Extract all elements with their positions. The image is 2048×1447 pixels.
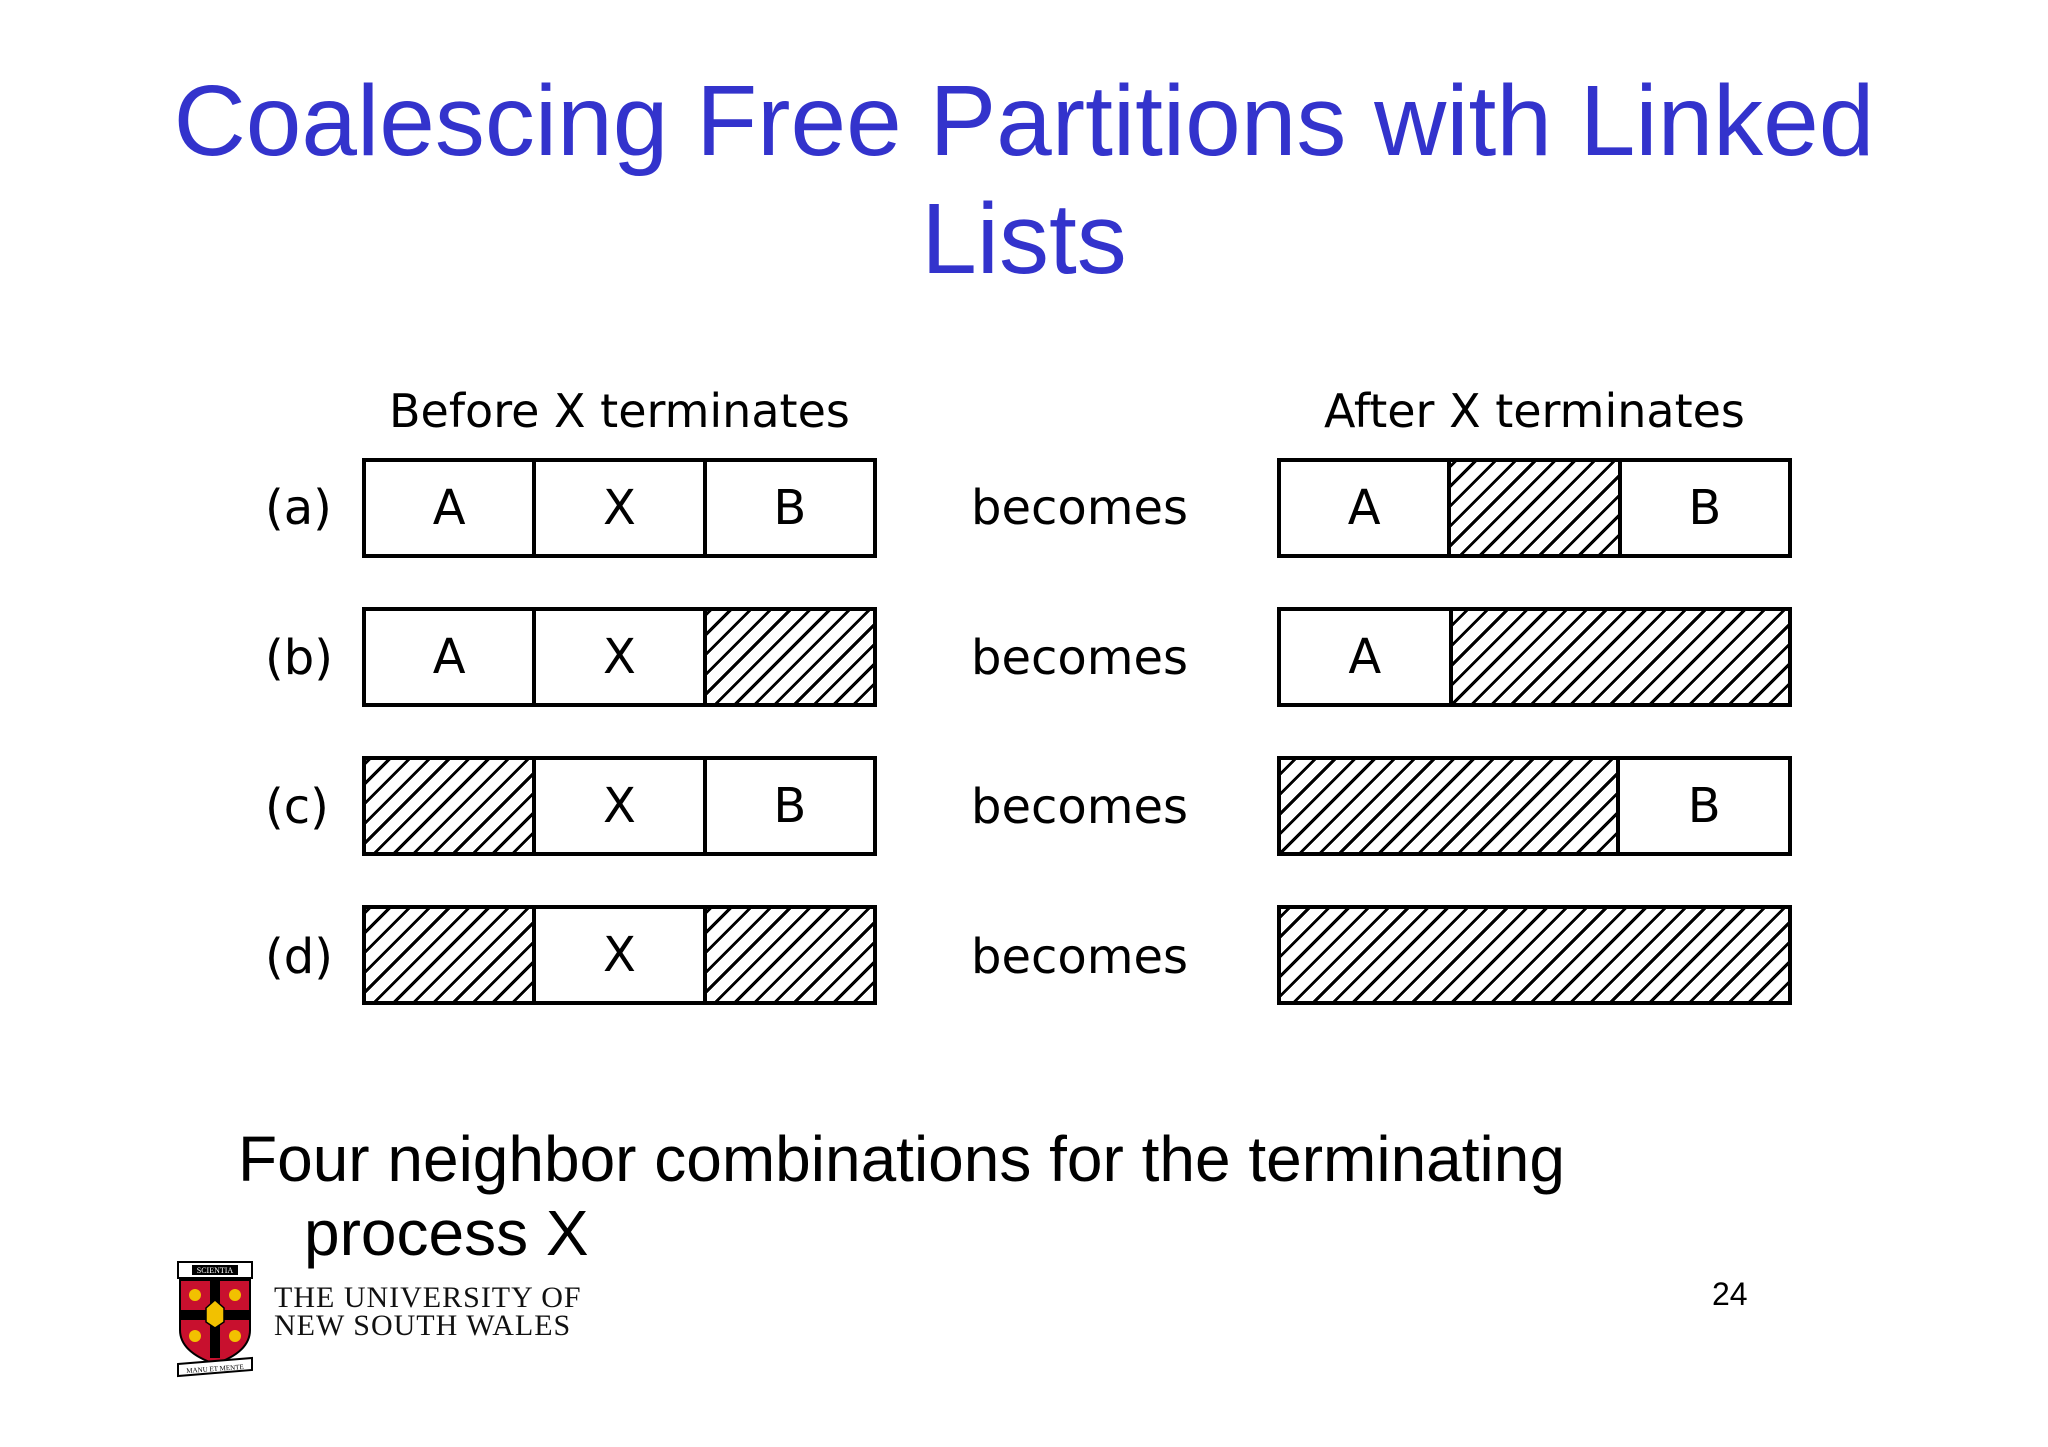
before-column-header: Before X terminates — [389, 384, 850, 438]
after-bar-d — [1277, 905, 1792, 1005]
partition-a-segment: A — [432, 629, 466, 685]
becomes-label-a: becomes — [971, 480, 1189, 536]
becomes-label-c: becomes — [971, 779, 1189, 835]
free-hole-segment — [366, 909, 533, 1001]
row-label-d: (d) — [265, 929, 333, 985]
before-bar-b: A X — [362, 607, 877, 707]
page-number: 24 — [1712, 1276, 1748, 1312]
partition-x-segment: X — [532, 462, 702, 554]
free-hole-segment — [702, 611, 873, 703]
partition-a-segment: A — [432, 480, 466, 536]
row-label-b: (b) — [265, 630, 333, 686]
row-label-a: (a) — [265, 480, 332, 536]
partition-x-segment: X — [532, 909, 702, 1001]
after-bar-a: A B — [1277, 458, 1792, 558]
caption-line-1: Four neighbor combinations for the termi… — [238, 1123, 1565, 1195]
row-label-c: (c) — [265, 779, 329, 835]
before-bar-c: X B — [362, 756, 877, 856]
after-bar-b: A — [1277, 607, 1792, 707]
unsw-crest-logo: SCIENTIA MANU ET MENTE — [177, 1261, 253, 1378]
university-name-line-1: THE UNIVERSITY OF — [274, 1281, 582, 1314]
crest-motto-text: MANU ET MENTE — [186, 1363, 244, 1375]
slide-title: Coalescing Free Partitions with Linked L… — [100, 62, 1948, 298]
merged-free-hole-segment — [1448, 611, 1788, 703]
partition-b-segment: B — [702, 462, 873, 554]
merged-free-hole-segment — [1281, 909, 1788, 1001]
university-name: THE UNIVERSITY OF NEW SOUTH WALES — [274, 1281, 582, 1342]
partition-x-segment: X — [532, 611, 702, 703]
slide-title-line-1: Coalescing Free Partitions with Linked — [173, 65, 1875, 177]
before-bar-d: X — [362, 905, 877, 1005]
partition-b-segment: B — [1616, 760, 1788, 852]
university-name-line-2: NEW SOUTH WALES — [274, 1309, 572, 1342]
after-column-header: After X terminates — [1324, 384, 1745, 438]
becomes-label-d: becomes — [971, 929, 1189, 985]
free-hole-segment — [366, 760, 533, 852]
slide-caption: Four neighbor combinations for the termi… — [238, 1122, 1565, 1270]
caption-line-2: process X — [304, 1197, 589, 1269]
free-hole-segment — [702, 909, 873, 1001]
partition-a-segment: A — [1347, 480, 1381, 536]
partition-x-segment: X — [532, 760, 702, 852]
free-hole-segment — [1447, 462, 1618, 554]
becomes-label-b: becomes — [971, 630, 1189, 686]
before-bar-a: A X B — [362, 458, 877, 558]
merged-free-hole-segment — [1281, 760, 1617, 852]
crest-banner-text: SCIENTIA — [197, 1266, 234, 1275]
slide-title-line-2: Lists — [921, 183, 1127, 295]
partition-b-segment: B — [702, 760, 873, 852]
partition-b-segment: B — [1617, 462, 1788, 554]
partition-a-segment: A — [1348, 629, 1382, 685]
after-bar-c: B — [1277, 756, 1792, 856]
